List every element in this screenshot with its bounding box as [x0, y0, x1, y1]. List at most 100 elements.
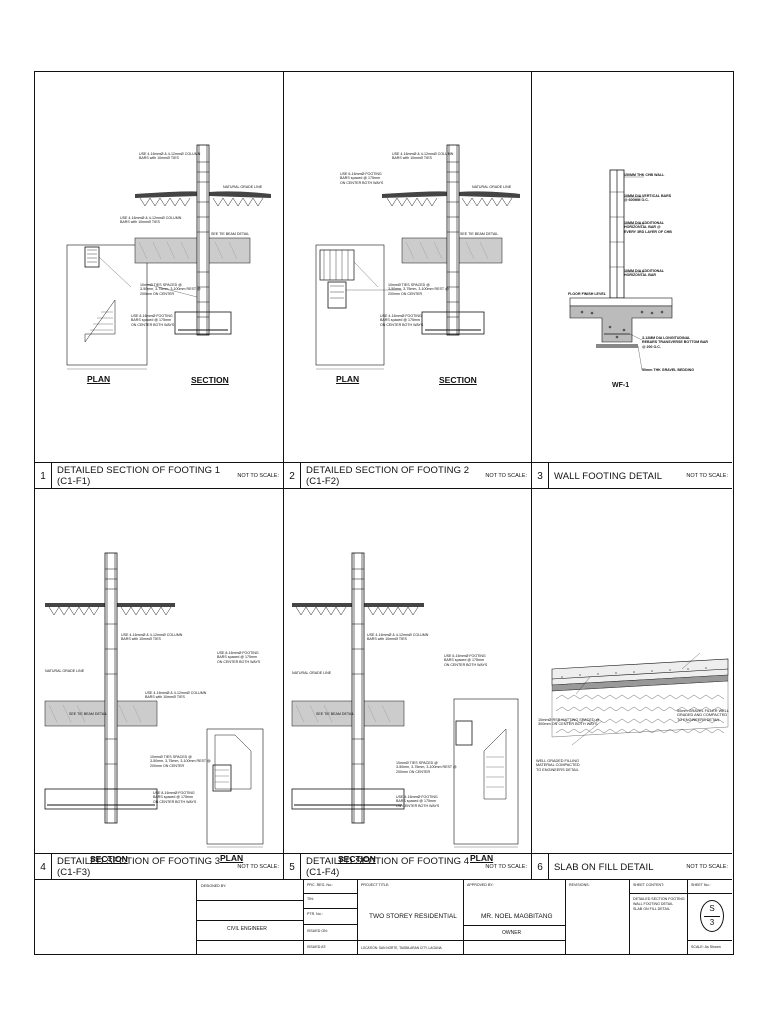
footing-3-drawing: [44, 552, 264, 848]
title-block: DESIGNED BY: CIVIL ENGINEER PRC. REG. No…: [35, 879, 732, 955]
panel-title: WALL FOOTING DETAIL: [554, 470, 663, 482]
designed-by-cell: DESIGNED BY: CIVIL ENGINEER: [196, 880, 303, 955]
note-grade-line: NATURAL GRADE LINE: [45, 669, 85, 673]
not-to-scale: NOT TO SCALE:: [686, 473, 728, 479]
note-horizontal-bar-chb: 10MM DIA ADDITIONAL HORIZONTAL BAR @ EVE…: [624, 221, 672, 234]
project-cell: PROJECT TITLE: TWO STOREY RESIDENTIAL LO…: [357, 880, 463, 955]
note-gravel-bedding: 50mm THK GRAVEL BEDDING: [642, 368, 694, 372]
panel-footing-3: USE 4-16mmØ & 4-12mmØ COLUMN BARS with 1…: [35, 489, 284, 879]
revisions-label: REVISIONS:: [569, 883, 590, 887]
note-vertical-bars: 10MM DIA VERTICAL BARS @ 600MM O.C.: [624, 194, 672, 203]
panel-title: DETAILED SECTION OF FOOTING 3 (C1-F3): [57, 856, 221, 878]
panel-caption: 2 DETAILED SECTION OF FOOTING 2 (C1-F2) …: [284, 462, 531, 488]
note-column-bars: USE 4-16mmØ & 4-12mmØ COLUMN BARS with 1…: [139, 152, 201, 161]
section-label: SECTION: [191, 375, 229, 385]
prc-reg-label: PRC. REG. No.:: [307, 883, 333, 887]
note-footing-bars-upper: USE 6-16mmØ FOOTING BARS spaced @ 175mm …: [340, 172, 384, 185]
panel-caption: 3 WALL FOOTING DETAIL NOT TO SCALE:: [532, 462, 732, 488]
panel-footing-2: USE 4-16mmØ & 4-12mmØ COLUMN BARS with 1…: [284, 72, 532, 489]
panel-number: 2: [284, 463, 301, 488]
plan-label: PLAN: [220, 853, 244, 863]
note-rsb-matting: 10mmØ RSB MATTING SPACED @ 300mm ON CENT…: [538, 718, 600, 727]
note-ties-spacing: 10mmØ TIES SPACED @ 3-50mm, 3-75mm, 3-10…: [396, 761, 457, 774]
section-label: SECTION: [338, 854, 376, 864]
note-column-bars: USE 4-16mmØ & 4-12mmØ COLUMN BARS with 1…: [121, 633, 183, 642]
note-grade-line: NATURAL GRADE LINE: [223, 185, 263, 189]
note-chb-wall: 150MM THK CHB WALL: [624, 173, 665, 177]
wall-footing-drawing: [569, 169, 673, 371]
plan-label: PLAN: [336, 374, 360, 384]
panel-number: 6: [532, 854, 549, 879]
note-footing-bars-upper: USE 8-16mmØ FOOTING BARS spaced @ 175mm …: [217, 651, 261, 664]
issued-at-label: ISSUED AT:: [307, 945, 327, 949]
sheet-content: DETAILED SECTION FOOTING WALL FOOTING DE…: [633, 897, 685, 911]
note-footing-bars: USE 8-16mmØ FOOTING BARS spaced @ 175mm …: [131, 314, 175, 327]
panel-footing-4: USE 4-16mmØ & 4-12mmØ COLUMN BARS with 1…: [284, 489, 532, 879]
note-grade-line: NATURAL GRADE LINE: [292, 671, 332, 675]
plan-label: PLAN: [87, 374, 111, 384]
sheet-no-cell: SHEET No.: S 3 SCALE: As Shown: [687, 880, 732, 955]
panel-caption: 5 DETAILED SECTION OF FOOTING 4 (C1-F4) …: [284, 853, 531, 879]
wf-label: WF-1: [612, 382, 630, 389]
section-label: SECTION: [90, 854, 128, 864]
panel-wall-footing: 150MM THK CHB WALL 10MM DIA VERTICAL BAR…: [532, 72, 732, 489]
not-to-scale: NOT TO SCALE:: [237, 864, 279, 870]
note-tie-beam: SEE TIE BEAM DETAIL: [316, 712, 355, 716]
panel-number: 4: [35, 854, 52, 879]
note-ties-spacing: 10mmØ TIES SPACED @ 3-50mm, 3-75mm, 3-10…: [388, 283, 449, 296]
panel-title: SLAB ON FILL DETAIL: [554, 861, 654, 873]
ptr-label: PTR. No.:: [307, 912, 323, 916]
note-column-bars-2: USE 4-16mmØ & 4-12mmØ COLUMN BARS with 1…: [145, 691, 207, 700]
tin-label: TIN:: [307, 897, 314, 901]
panel-title: DETAILED SECTION OF FOOTING 1 (C1-F1): [57, 465, 221, 487]
note-footing-bars: USE 8-16mmØ FOOTING BARS spaced @ 175mm …: [153, 791, 197, 804]
note-longitudinal-rebars: 3-12MM DIA LONGITUDINAL REBARS TRANSVERS…: [642, 336, 709, 349]
note-tie-beam: SEE TIE BEAM DETAIL: [69, 712, 108, 716]
drawing-sheet: USE 4-16mmØ & 4-12mmØ COLUMN BARS with 1…: [34, 71, 734, 955]
not-to-scale: NOT TO SCALE:: [237, 473, 279, 479]
panel-number: 1: [35, 463, 52, 488]
panel-title: DETAILED SECTION OF FOOTING 4 (C1-F4): [306, 856, 470, 878]
note-tie-beam: SEE TIE BEAM DETAIL: [211, 232, 250, 236]
sheet-number: 3: [709, 918, 715, 927]
civil-engineer-label: CIVIL ENGINEER: [227, 926, 267, 932]
project-title: TWO STOREY RESIDENTIAL: [369, 913, 457, 920]
panel-caption: 6 SLAB ON FILL DETAIL NOT TO SCALE:: [532, 853, 732, 879]
panel-number: 5: [284, 854, 301, 879]
project-title-label: PROJECT TITLE:: [361, 883, 390, 887]
panel-caption: 4 DETAILED SECTION OF FOOTING 3 (C1-F3) …: [35, 853, 283, 879]
sheet-content-label: SHEET CONTENT:: [633, 883, 664, 887]
approved-by-label: APPROVED BY:: [467, 883, 494, 887]
panel-caption: 1 DETAILED SECTION OF FOOTING 1 (C1-F1) …: [35, 462, 283, 488]
not-to-scale: NOT TO SCALE:: [686, 864, 728, 870]
slab-drawing: [551, 652, 729, 746]
not-to-scale: NOT TO SCALE:: [485, 473, 527, 479]
footing-4-drawing: [291, 552, 519, 848]
note-floor-finish: FLOOR FINISH LEVEL: [568, 292, 606, 296]
note-column-bars: USE 4-16mmØ & 4-12mmØ COLUMN BARS with 1…: [392, 152, 454, 161]
owner-label: OWNER: [502, 930, 522, 936]
note-ties-spacing: 10mmØ TIES SPACED @ 3-50mm, 3-75mm, 3-10…: [140, 283, 201, 296]
sheet-letter: S: [709, 904, 715, 913]
approved-cell: APPROVED BY: MR. NOEL MAGBITANG OWNER: [463, 880, 565, 955]
note-filling-material: WELL GRADED FILLING MATERIAL COMPACTED T…: [536, 759, 580, 772]
note-footing-bars: USE 4-16mmØ FOOTING BARS spaced @ 175mm …: [396, 795, 440, 808]
note-ties-spacing: 10mmØ TIES SPACED @ 3-50mm, 3-75mm, 3-10…: [150, 755, 211, 768]
section-label: SECTION: [439, 375, 477, 385]
location-label: LOCATION: SAN NORTE, TAGBILARAN CITY, LA…: [361, 946, 442, 950]
designed-by-label: DESIGNED BY:: [201, 884, 227, 888]
plan-label: PLAN: [470, 853, 494, 863]
note-column-bars-2: USE 4-16mmØ & 4-12mmØ COLUMN BARS with 1…: [120, 216, 182, 225]
sheet-number-badge: S 3: [700, 900, 724, 932]
panel-footing-1: USE 4-16mmØ & 4-12mmØ COLUMN BARS with 1…: [35, 72, 284, 489]
scale-label: SCALE: As Shown: [691, 945, 721, 949]
not-to-scale: NOT TO SCALE:: [485, 864, 527, 870]
panel-title: DETAILED SECTION OF FOOTING 2 (C1-F2): [306, 465, 470, 487]
note-grade-line: NATURAL GRADE LINE: [472, 185, 512, 189]
note-horizontal-bar: 10MM DIA ADDITIONAL HORIZONTAL BAR: [624, 269, 665, 278]
note-tie-beam: SEE TIE BEAM DETAIL: [460, 232, 499, 236]
prc-cell: PRC. REG. No.: TIN: PTR. No.: ISSUED ON:…: [303, 880, 357, 955]
note-gravel-filler: 50mm GRAVEL FILLER WELL GRADED AND COMPA…: [677, 709, 729, 722]
sheet-no-label: SHEET No.:: [691, 883, 711, 887]
footing-2-drawing: [315, 144, 520, 370]
